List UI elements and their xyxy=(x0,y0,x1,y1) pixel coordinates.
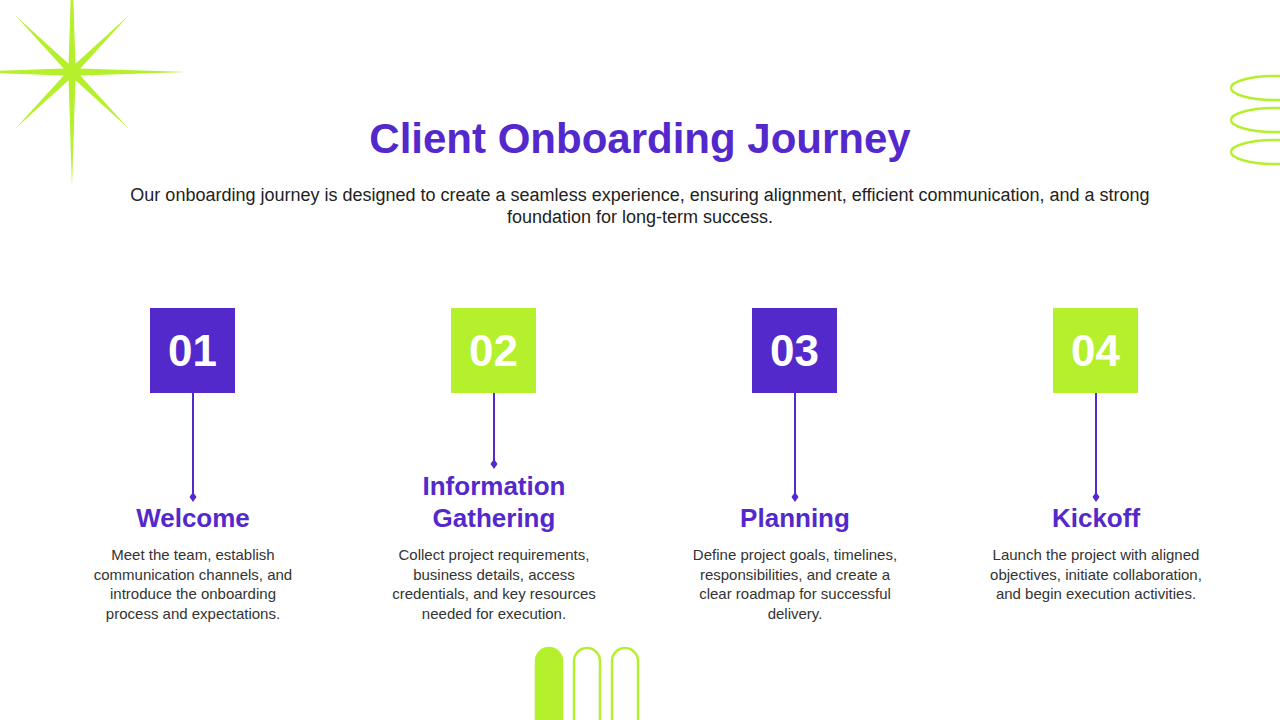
step-heading: Kickoff xyxy=(966,502,1226,534)
step-description: Collect project requirements, business d… xyxy=(387,545,602,623)
step-heading: Planning xyxy=(665,502,925,534)
step-number-box: 04 xyxy=(1053,308,1138,393)
slide-caption: Our onboarding journey is designed to cr… xyxy=(130,184,1150,228)
leader-diamond xyxy=(1093,492,1100,502)
leader-line xyxy=(192,393,194,495)
ring xyxy=(1231,108,1280,132)
pill-group xyxy=(536,648,638,720)
leader-diamond xyxy=(190,492,197,502)
leader-line xyxy=(1095,393,1097,495)
step-number: 02 xyxy=(469,329,518,373)
pill xyxy=(574,648,600,720)
step-description: Meet the team, establish communication c… xyxy=(86,545,301,623)
leader-diamond xyxy=(491,459,498,469)
step-number-box: 03 xyxy=(752,308,837,393)
step-description: Launch the project with aligned objectiv… xyxy=(989,545,1204,604)
step-number-box: 01 xyxy=(150,308,235,393)
ring xyxy=(1231,140,1280,164)
leader-diamond xyxy=(792,492,799,502)
step-heading: Information Gathering xyxy=(364,470,624,534)
step-number: 03 xyxy=(770,329,819,373)
step-number: 01 xyxy=(168,329,217,373)
pill xyxy=(536,648,562,720)
pill xyxy=(612,648,638,720)
leader-line xyxy=(794,393,796,495)
step-number: 04 xyxy=(1071,329,1120,373)
ring-stack xyxy=(1231,76,1280,164)
leader-line xyxy=(493,393,495,462)
step-number-box: 02 xyxy=(451,308,536,393)
leader-lines xyxy=(190,393,1100,502)
star-shape xyxy=(0,0,187,187)
step-heading: Welcome xyxy=(63,502,323,534)
step-description: Define project goals, timelines, respons… xyxy=(688,545,903,623)
slide-title: Client Onboarding Journey xyxy=(0,112,1280,166)
ring xyxy=(1231,76,1280,100)
